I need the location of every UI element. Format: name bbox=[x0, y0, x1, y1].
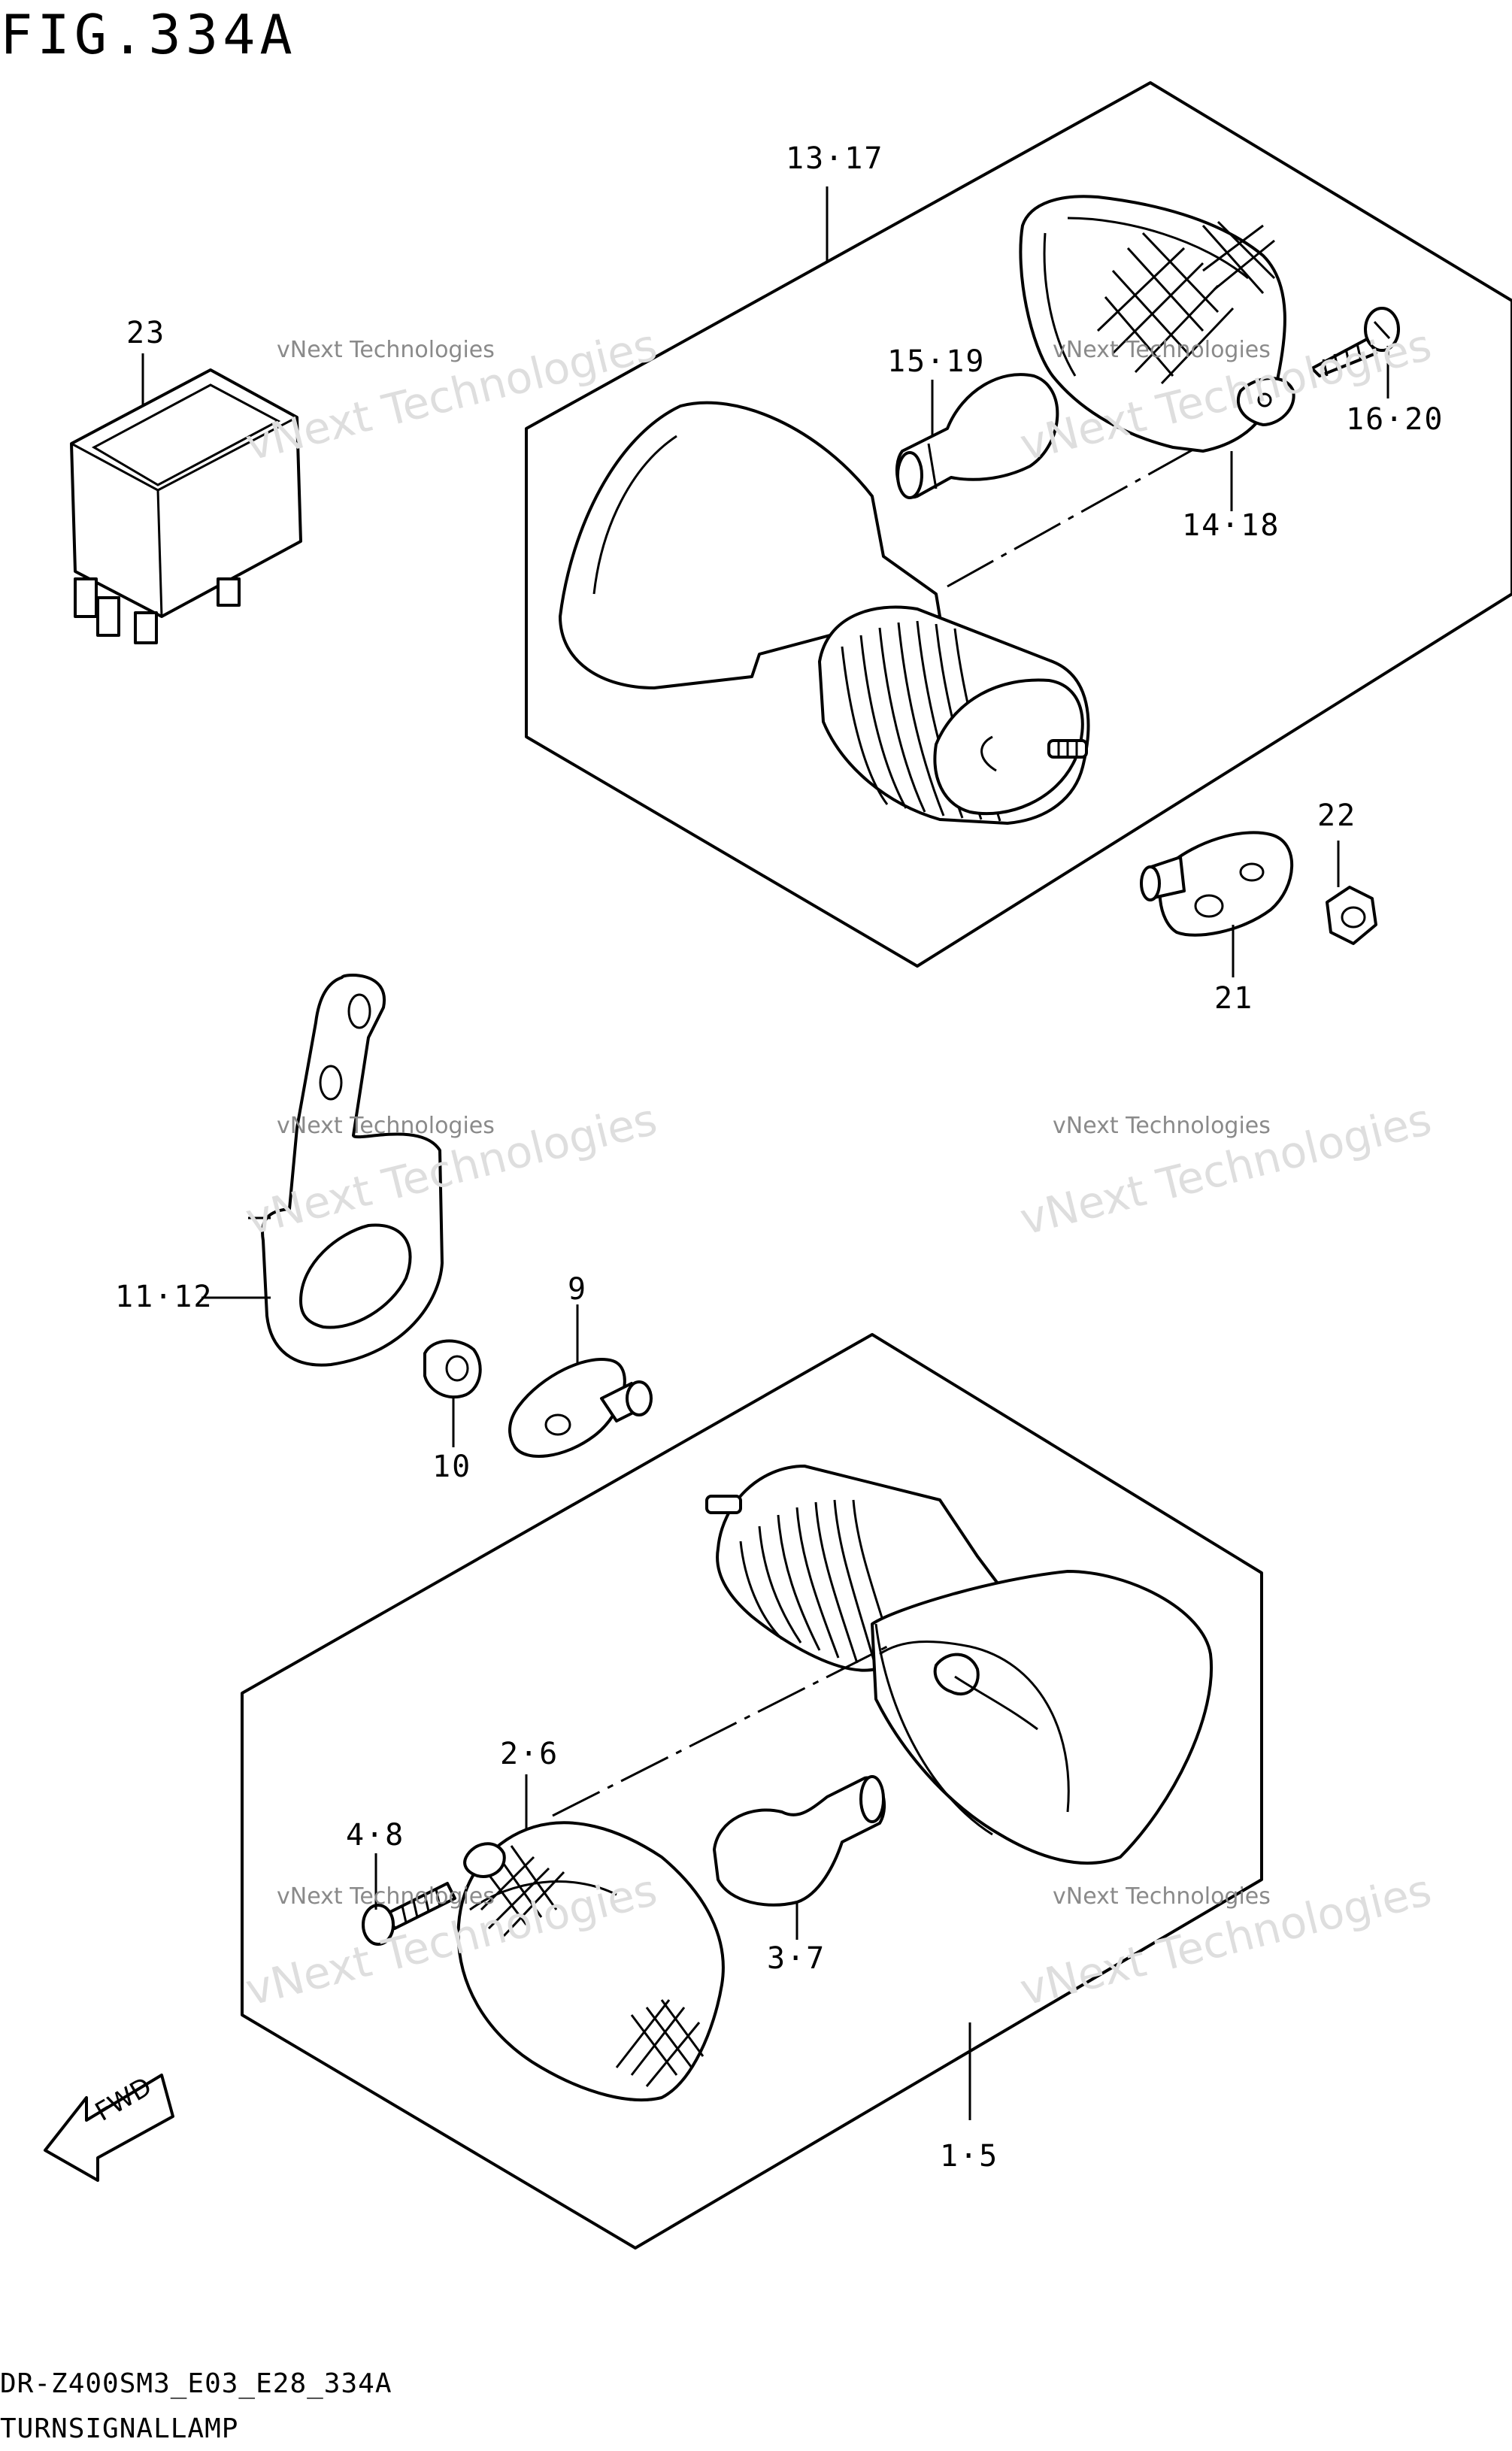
lower-assembly-box bbox=[241, 1333, 1263, 2250]
watermark-small-2: vNext Technologies bbox=[1053, 337, 1271, 363]
callout-13-17: 13·17 bbox=[786, 141, 884, 176]
watermark-small-1: vNext Technologies bbox=[277, 337, 495, 363]
footer-section-name: TURNSIGNALLAMP bbox=[0, 2413, 239, 2444]
fwd-arrow-icon bbox=[44, 2074, 174, 2182]
lower-screw bbox=[362, 1882, 456, 1946]
callout-15-19: 15·19 bbox=[887, 344, 986, 379]
callout-10: 10 bbox=[432, 1450, 472, 1484]
lower-lens bbox=[456, 1821, 725, 2102]
grommet bbox=[423, 1339, 482, 1399]
mount-bracket bbox=[248, 974, 444, 1367]
upper-plate bbox=[1140, 831, 1294, 937]
callout-21: 21 bbox=[1214, 981, 1254, 1016]
relay bbox=[70, 368, 302, 644]
upper-screw bbox=[1311, 307, 1400, 377]
upper-bulb bbox=[895, 373, 1059, 499]
figure-title: FIG.334A bbox=[0, 3, 297, 66]
upper-assembly-box bbox=[525, 81, 1512, 968]
lower-bulb bbox=[713, 1775, 886, 1907]
callout-14-18: 14·18 bbox=[1182, 508, 1280, 543]
callout-16-20: 16·20 bbox=[1346, 402, 1444, 437]
watermark-small-3: vNext Technologies bbox=[277, 1113, 495, 1139]
upper-lamp-housing bbox=[559, 401, 1090, 825]
spacer-plate bbox=[508, 1358, 653, 1458]
callout-2-6: 2·6 bbox=[500, 1737, 559, 1771]
callout-1-5: 1·5 bbox=[940, 2139, 999, 2174]
footer-model-code: DR-Z400SM3_E03_E28_334A bbox=[0, 2368, 392, 2399]
callout-11-12: 11·12 bbox=[115, 1280, 214, 1314]
watermark-small-6: vNext Technologies bbox=[1053, 1883, 1271, 1910]
lower-lamp-housing bbox=[705, 1465, 1214, 1865]
watermark-small-5: vNext Technologies bbox=[277, 1883, 495, 1910]
lower-centerline bbox=[552, 1645, 888, 1817]
watermark-small-4: vNext Technologies bbox=[1053, 1113, 1271, 1139]
upper-nut bbox=[1326, 886, 1377, 945]
callout-4-8: 4·8 bbox=[346, 1818, 405, 1853]
callout-22: 22 bbox=[1317, 798, 1357, 833]
callout-23: 23 bbox=[126, 316, 166, 350]
callout-9: 9 bbox=[568, 1272, 588, 1307]
callout-3-7: 3·7 bbox=[767, 1941, 826, 1976]
upper-lens bbox=[1019, 195, 1295, 453]
